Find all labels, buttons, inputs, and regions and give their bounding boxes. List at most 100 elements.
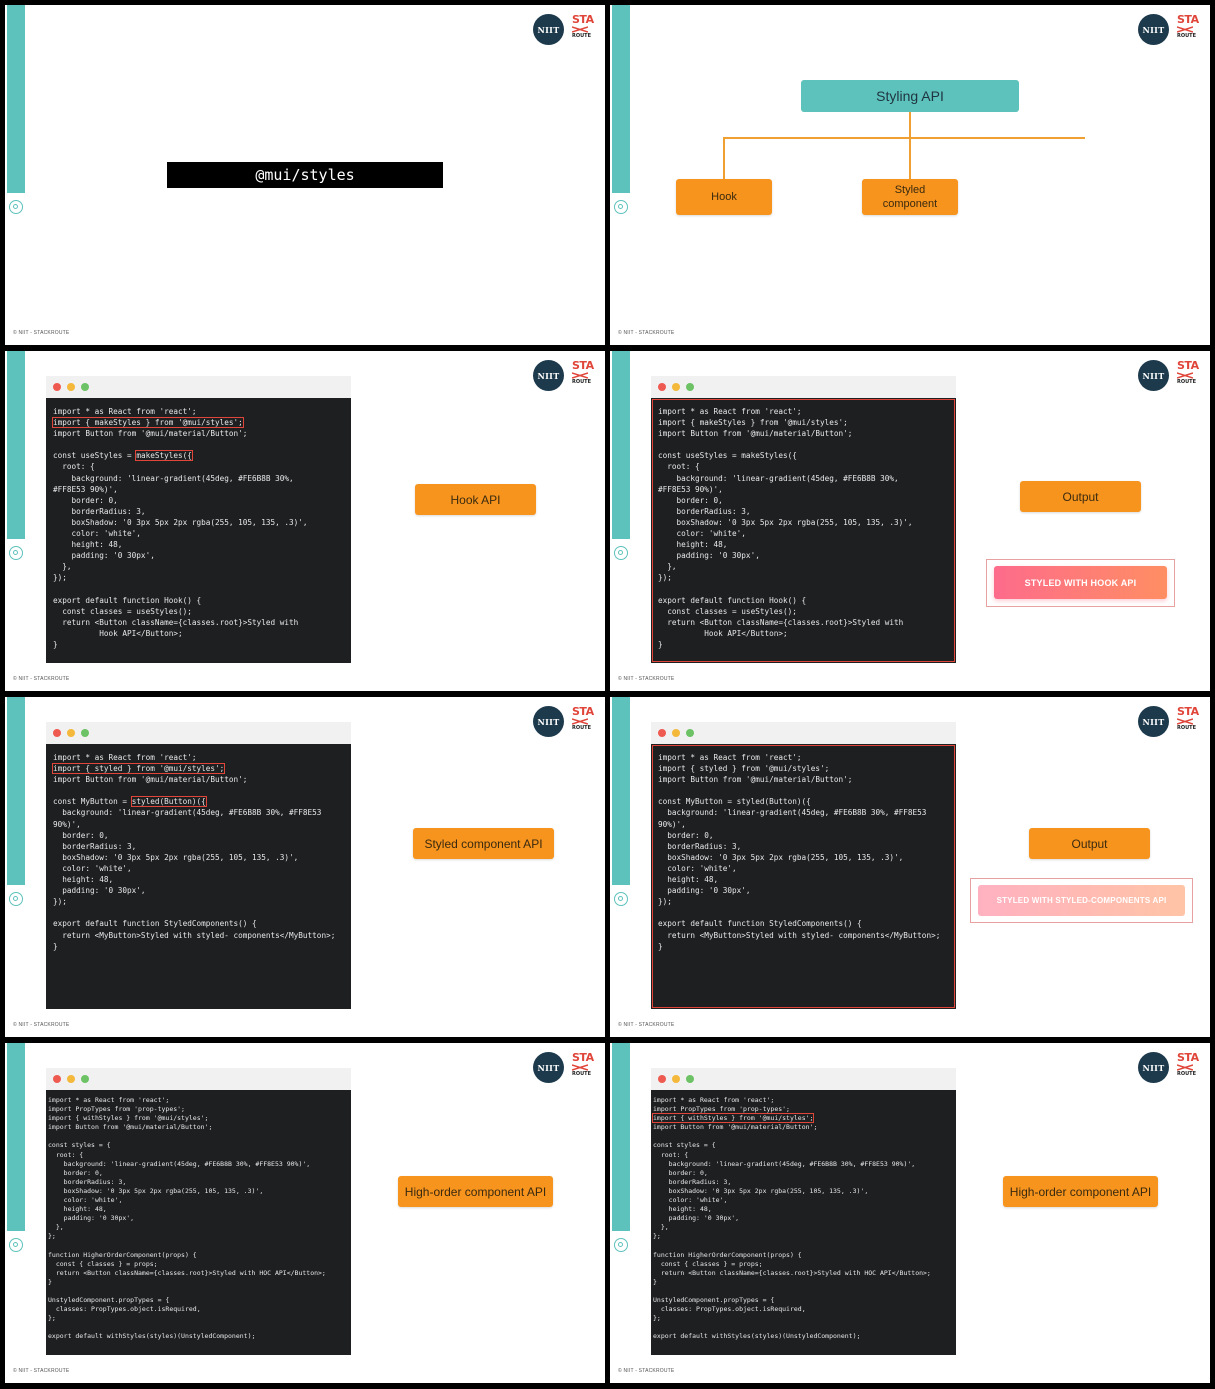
hook-api-label: Hook API [415, 484, 536, 515]
slide-title: @mui/styles [167, 162, 443, 188]
code-line: } [658, 941, 663, 951]
code-line: background: 'linear-gradient(45deg, #FE6… [48, 1159, 311, 1168]
connector-line [723, 137, 1085, 139]
code-line: 90%)', [658, 819, 686, 829]
slide-6: NIIT STA ROUTE import * as React from 'r… [610, 697, 1210, 1037]
niit-logo: NIIT [1138, 706, 1169, 737]
ring-icon [9, 892, 23, 906]
code-line: import Button from '@mui/material/Button… [53, 775, 248, 785]
code-line: borderRadius: 3, [658, 841, 742, 851]
code-line: } [48, 1277, 52, 1286]
stackroute-logo: STA ROUTE [572, 1051, 594, 1077]
code-line: Hook API</Button>; [658, 628, 788, 638]
code-line: UnstyledComponent.propTypes = { [48, 1296, 170, 1305]
footer-copyright: © NIIT - STACKROUTE [618, 676, 675, 682]
footer-copyright: © NIIT - STACKROUTE [618, 1022, 675, 1028]
slide-3: NIIT STA ROUTE import * as React from 'r… [5, 351, 605, 691]
styled-component-node: Styled component [862, 179, 958, 215]
code-line: export default withStyles(styles)(Unstyl… [653, 1332, 861, 1341]
styled-components-button[interactable]: STYLED WITH STYLED-COMPONENTS API [978, 885, 1185, 916]
footer-copyright: © NIIT - STACKROUTE [13, 1368, 70, 1374]
code-line: boxShadow: '0 3px 5px 2px rgba(255, 105,… [653, 1186, 869, 1195]
slide-4: NIIT STA ROUTE import * as React from 'r… [610, 351, 1210, 691]
styled-hook-button[interactable]: STYLED WITH HOOK API [994, 566, 1167, 599]
close-dot-icon [53, 729, 61, 737]
code-line [53, 439, 345, 450]
code-line [53, 584, 345, 595]
slide-7: NIIT STA ROUTE import * as React from 'r… [5, 1043, 605, 1383]
code-line: import * as React from 'react'; [653, 1096, 775, 1104]
code-line: background: 'linear-gradient(45deg, #FE6… [658, 473, 899, 483]
code-line: height: 48, [53, 540, 123, 550]
stackroute-logo: STA ROUTE [1177, 705, 1199, 731]
code-line: boxShadow: '0 3px 5px 2px rgba(255, 105,… [53, 517, 308, 527]
minimize-dot-icon [672, 383, 680, 391]
footer-copyright: © NIIT - STACKROUTE [618, 330, 675, 336]
minimize-dot-icon [67, 729, 75, 737]
code-line: const useStyles = makeStyles({ [53, 450, 193, 462]
code-line: } [653, 1277, 657, 1286]
code-line: }; [653, 1232, 661, 1241]
code-window: import * as React from 'react';import { … [651, 376, 956, 663]
ring-icon [614, 1238, 628, 1252]
sidebar-accent [7, 697, 25, 885]
code-line: }; [653, 1314, 661, 1323]
code-block: import * as React from 'react';import Pr… [651, 1090, 956, 1348]
code-line [48, 1242, 348, 1251]
footer-copyright: © NIIT - STACKROUTE [13, 1022, 70, 1028]
code-line: color: 'white', [658, 529, 746, 539]
code-line: }, [53, 562, 72, 572]
styled-component-api-label: Styled component API [413, 828, 554, 859]
hoc-api-label: High-order component API [398, 1176, 553, 1207]
code-line: export default function Hook() { [53, 595, 202, 605]
code-highlight: makeStyles({ [135, 450, 193, 462]
code-line: padding: '0 30px', [48, 1214, 135, 1223]
code-line: } [53, 639, 58, 649]
code-line: borderRadius: 3, [48, 1177, 127, 1186]
code-line: }); [53, 573, 67, 583]
hoc-api-label: High-order component API [1003, 1176, 1158, 1207]
code-line: borderRadius: 3, [53, 506, 146, 516]
code-line: borderRadius: 3, [653, 1177, 732, 1186]
code-line: background: 'linear-gradient(45deg, #FE6… [53, 808, 322, 818]
stackroute-logo: STA ROUTE [572, 13, 594, 39]
code-line [658, 439, 950, 450]
stackroute-logo: STA ROUTE [572, 359, 594, 385]
minimize-dot-icon [672, 1075, 680, 1083]
footer-copyright: © NIIT - STACKROUTE [13, 330, 70, 336]
code-line: return <Button className={classes.root}>… [653, 1268, 931, 1277]
code-block: import * as React from 'react';import Pr… [46, 1090, 351, 1348]
hook-node: Hook [676, 179, 772, 215]
code-line: height: 48, [658, 875, 719, 885]
code-line: const useStyles = makeStyles({ [658, 451, 797, 461]
code-line: } [658, 639, 663, 649]
code-line: height: 48, [53, 875, 114, 885]
code-line: boxShadow: '0 3px 5px 2px rgba(255, 105,… [658, 852, 904, 862]
code-line [658, 584, 950, 595]
code-window: import * as React from 'react';import { … [46, 722, 351, 1009]
code-line: }); [658, 897, 672, 907]
ring-icon [614, 892, 628, 906]
code-line: color: 'white', [653, 1196, 728, 1205]
code-line: } [53, 941, 58, 951]
maximize-dot-icon [81, 1075, 89, 1083]
code-line: import { styled } from '@mui/styles'; [658, 764, 830, 774]
code-line: background: 'linear-gradient(45deg, #FE6… [53, 473, 294, 483]
footer-copyright: © NIIT - STACKROUTE [618, 1368, 675, 1374]
window-titlebar [46, 376, 351, 398]
maximize-dot-icon [686, 1075, 694, 1083]
niit-logo: NIIT [1138, 14, 1169, 45]
code-line: }, [48, 1223, 64, 1232]
code-line: padding: '0 30px', [658, 551, 760, 561]
code-line: root: { [653, 1150, 689, 1159]
maximize-dot-icon [686, 383, 694, 391]
code-line [653, 1287, 953, 1296]
code-line: UnstyledComponent.propTypes = { [653, 1296, 775, 1305]
code-line: color: 'white', [658, 863, 737, 873]
code-line: import Button from '@mui/material/Button… [53, 429, 248, 439]
code-line: export default function Hook() { [658, 595, 807, 605]
sidebar-accent [7, 351, 25, 539]
code-line: root: { [48, 1150, 84, 1159]
code-line [658, 907, 950, 918]
sidebar-accent [612, 351, 630, 539]
